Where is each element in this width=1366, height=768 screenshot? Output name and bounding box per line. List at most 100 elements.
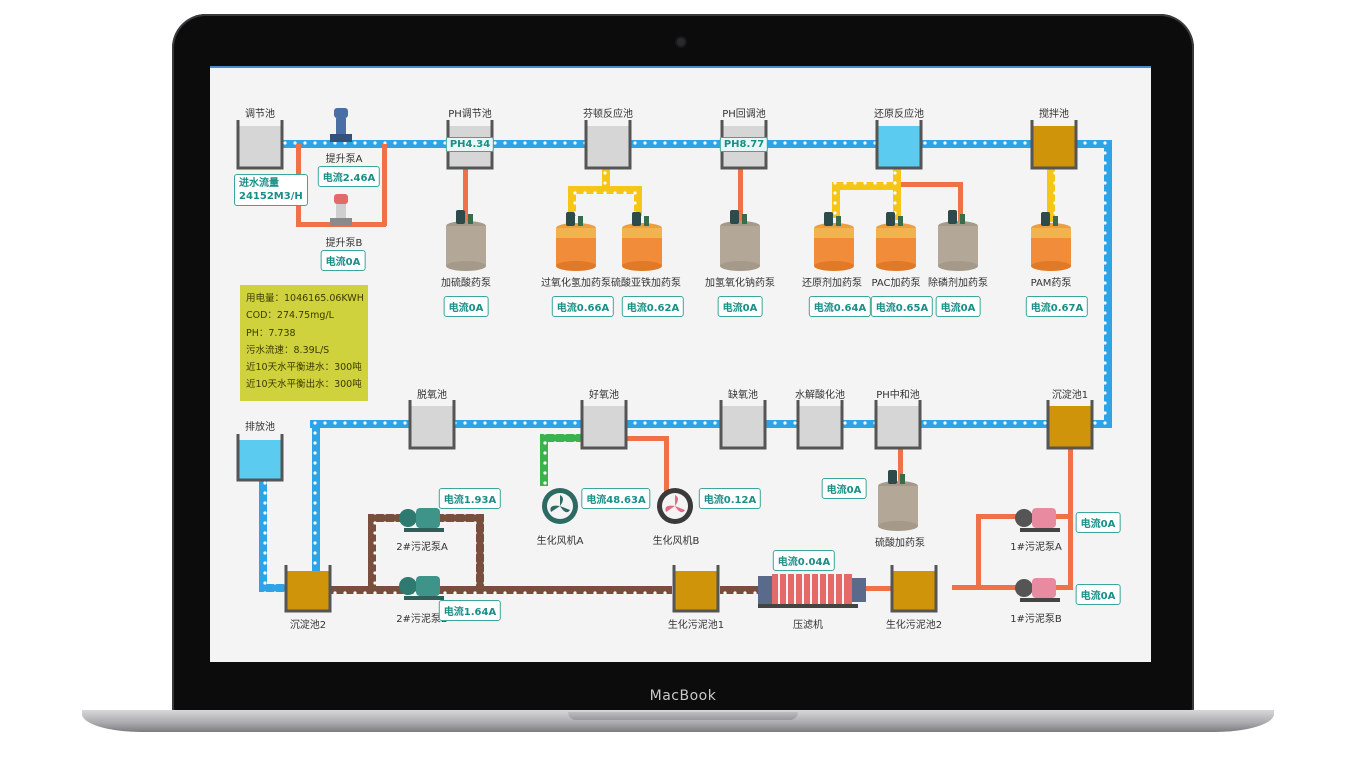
info-power: 用电量：1046165.06KWH [246,293,364,304]
lift-pump-a-icon[interactable] [330,108,352,142]
sludge1-pump-a-icon[interactable] [1015,508,1060,532]
dosing-label-sulfuric1: 加硫酸药泵 [441,278,491,289]
tank-label-aerobic: 好氧池 [589,390,619,401]
barrel-pac [876,212,916,271]
sludge1-pump-a-label: 1#污泥泵A [1010,542,1062,553]
current-sludge1-b[interactable]: 电流0A [1075,584,1121,605]
inflow-value: 24152M3/H [239,191,303,202]
current-press[interactable]: 电流0.04A [772,550,836,571]
barrel-naoh [720,210,760,271]
brand-label: MacBook [649,688,717,704]
dosing-label-reducer: 还原剂加药泵 [802,278,862,289]
current-lift-b[interactable]: 电流0A [320,250,366,271]
blower-a-label: 生化风机A [536,536,584,547]
blower-a-icon[interactable] [542,488,578,524]
tank-reduction [875,120,923,170]
current-blower-b[interactable]: 电流0.12A [698,488,762,509]
tank-label-stir: 搅拌池 [1039,109,1069,120]
tank-fenton [584,120,632,170]
tank-label-ph-neutral: PH中和池 [876,390,920,401]
current-pam[interactable]: 电流0.67A [1025,296,1089,317]
current-lift-a[interactable]: 电流2.46A [317,166,381,187]
info-in-10d: 近10天水平衡进水：300吨 [246,362,362,374]
barrel-dephos [938,210,978,271]
tank-label-ph-adjust: PH调节池 [448,109,492,120]
current-sludge2-b[interactable]: 电流1.64A [438,600,502,621]
dosing-label-pam: PAM药泵 [1030,278,1072,289]
tank-label-hydrolysis: 水解酸化池 [795,390,845,401]
process-diagram [236,108,1112,613]
dosing-barrels [446,210,1071,531]
inflow-label: 进水流量 [239,178,279,189]
blower-b-icon[interactable] [657,488,693,524]
filter-press-label: 压滤机 [793,620,823,631]
barrel-pam [1031,212,1071,271]
barrel-ferrous [622,212,662,271]
current-pac[interactable]: 电流0.65A [870,296,934,317]
tank-bio-sludge2 [890,565,938,613]
tank-adjust [236,120,284,170]
tank-aerobic [580,400,628,450]
current-h2o2[interactable]: 电流0.66A [551,296,615,317]
dosing-pipes [568,166,1055,222]
tank-settle1 [1046,400,1094,450]
ph-adjust-readout: PH4.34 [445,137,495,152]
sludge2-pump-a-label: 2#污泥泵A [396,542,448,553]
ph-back-readout: PH8.77 [719,137,769,152]
tank-label-reduction: 还原反应池 [874,109,924,120]
tank-label-anoxic: 缺氧池 [728,390,758,401]
sludge1-pump-b-label: 1#污泥泵B [1010,614,1062,625]
current-blower-a[interactable]: 电流48.63A [581,488,651,509]
current-sulfuric2[interactable]: 电流0A [821,478,867,499]
info-out-10d: 近10天水平衡出水：300吨 [246,379,362,391]
info-cod: COD：274.75mg/L [246,310,334,322]
current-sulfuric1[interactable]: 电流0A [443,296,489,317]
tank-label-bio-sludge1: 生化污泥池1 [667,620,725,631]
tanks [236,120,1094,613]
water-pipes [259,140,1112,592]
dosing-label-pac: PAC加药泵 [871,278,921,289]
tank-ph-neutral [874,400,922,450]
current-sludge2-a[interactable]: 电流1.93A [438,488,502,509]
tank-label-denitrify: 脱氧池 [417,390,447,401]
barrel-reducer [814,212,854,271]
barrel-h2o2 [556,212,596,271]
tank-anoxic [719,400,767,450]
barrel-sulfuric2 [878,470,918,531]
inflow-readout: 进水流量 24152M3/H [234,174,308,206]
current-naoh[interactable]: 电流0A [717,296,763,317]
sludge2-pump-a-icon[interactable] [399,508,444,532]
tank-label-discharge: 排放池 [245,422,275,433]
tank-denitrify [408,400,456,450]
sludge1-pump-b-icon[interactable] [1015,578,1060,602]
tank-discharge [236,434,284,482]
current-dephos[interactable]: 电流0A [935,296,981,317]
dosing-label-h2o2: 过氧化氢加药泵 [541,278,611,289]
filter-press-icon[interactable] [758,574,866,608]
info-ph: PH：7.738 [246,327,296,339]
current-ferrous[interactable]: 电流0.62A [621,296,685,317]
info-panel: 用电量：1046165.06KWH COD：274.75mg/L PH：7.73… [240,285,368,401]
tank-settle2 [284,565,332,613]
dosing-label-naoh: 加氢氧化钠药泵 [705,278,775,289]
sludge2-pump-b-icon[interactable] [399,576,444,600]
current-reducer[interactable]: 电流0.64A [808,296,872,317]
dosing-label-sulfuric2: 硫酸加药泵 [875,538,925,549]
tank-label-settle2: 沉淀池2 [289,620,327,631]
webcam [677,38,685,46]
info-flow-rate: 污水流速：8.39L/S [246,344,330,356]
tank-bio-sludge1 [672,565,720,613]
scada-screen: 调节池 PH调节池 芬顿反应池 PH回调池 还原反应池 搅拌池 脱氧池 好氧池 … [210,66,1151,662]
tank-label-ph-back: PH回调池 [722,109,766,120]
barrel-sulfuric1 [446,210,486,271]
tank-stir [1030,120,1078,170]
air-pipes [540,434,582,486]
laptop-notch [568,712,798,720]
lift-pump-b-label: 提升泵B [325,238,363,249]
tank-label-settle1: 沉淀池1 [1051,390,1089,401]
blower-b-label: 生化风机B [652,536,700,547]
current-sludge1-a[interactable]: 电流0A [1075,512,1121,533]
lift-pump-a-label: 提升泵A [325,154,363,165]
lift-pump-b-icon[interactable] [330,194,352,226]
tank-label-fenton: 芬顿反应池 [583,109,633,120]
